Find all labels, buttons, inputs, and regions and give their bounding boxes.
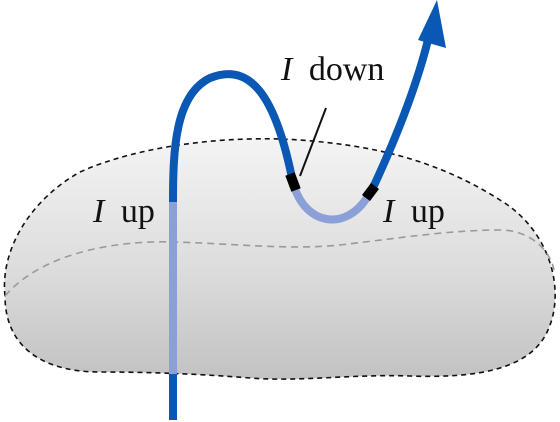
wire-outside-exit — [367, 39, 432, 194]
label-middle-current: I down — [280, 51, 384, 88]
wire-inside-dip — [290, 184, 372, 224]
current-symbol: I — [382, 193, 396, 230]
current-direction: up — [121, 193, 155, 230]
current-symbol: I — [280, 51, 294, 88]
crossing-marker-up — [362, 183, 379, 201]
wire-outside-loop — [169, 70, 296, 203]
label-left-current: I up — [92, 193, 155, 230]
current-direction: down — [309, 51, 385, 88]
current-direction: up — [411, 193, 445, 230]
crossing-marker-down — [285, 172, 301, 192]
label-right-current: I up — [382, 193, 445, 230]
current-symbol: I — [92, 193, 106, 230]
down-label-leader — [299, 107, 327, 177]
current-arrowhead — [418, 0, 446, 48]
closed-surface — [3, 137, 556, 380]
